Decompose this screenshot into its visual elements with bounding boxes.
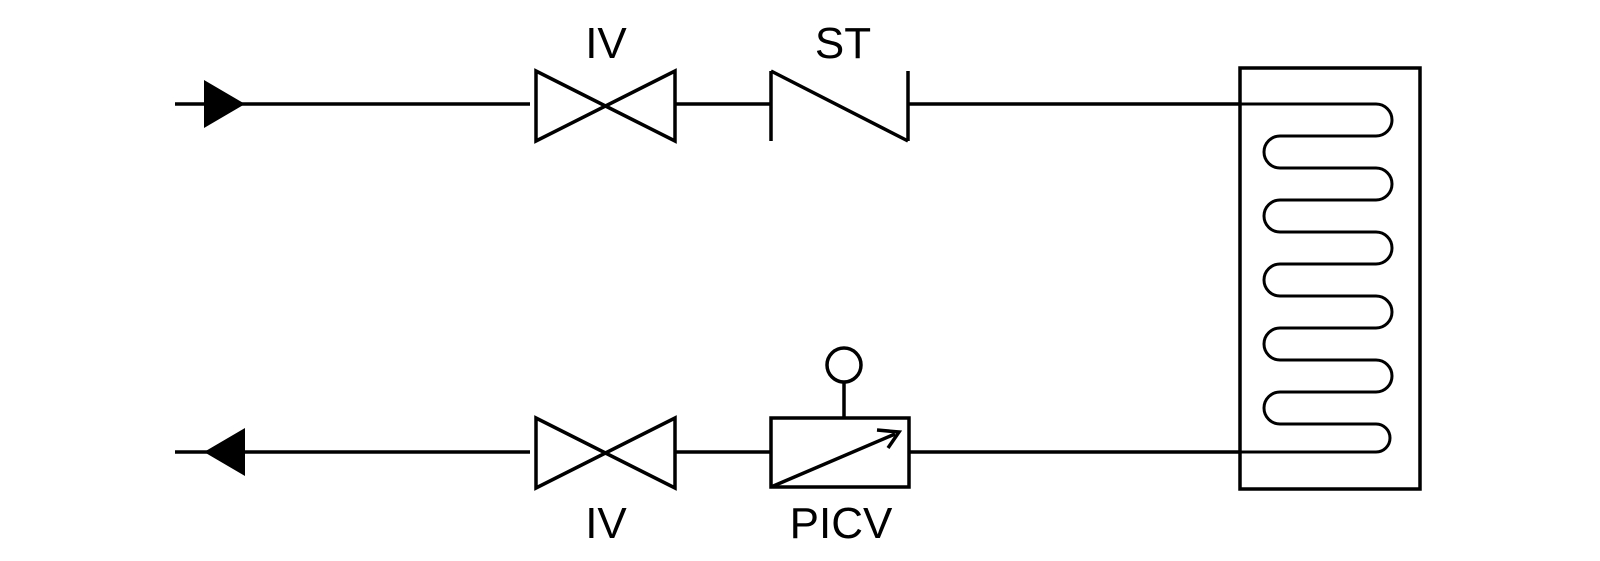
supply-line xyxy=(175,68,1240,144)
heating-coil-icon xyxy=(1238,66,1422,491)
picv-label: PICV xyxy=(790,499,893,548)
strainer-icon xyxy=(769,69,910,143)
isolation-valve-top-icon xyxy=(534,68,677,144)
coil-serpentine xyxy=(1240,102,1394,454)
coil-casing xyxy=(1238,66,1422,491)
strainer-label: ST xyxy=(815,19,871,68)
return-line xyxy=(175,346,1240,491)
isolation-valve-top-label: IV xyxy=(585,19,627,68)
picv-icon xyxy=(769,346,911,489)
flow-out-arrow-icon xyxy=(204,428,245,476)
flow-in-arrow-icon xyxy=(204,80,245,128)
isolation-valve-bottom-label: IV xyxy=(585,499,627,548)
isolation-valve-bottom-icon xyxy=(534,415,677,491)
